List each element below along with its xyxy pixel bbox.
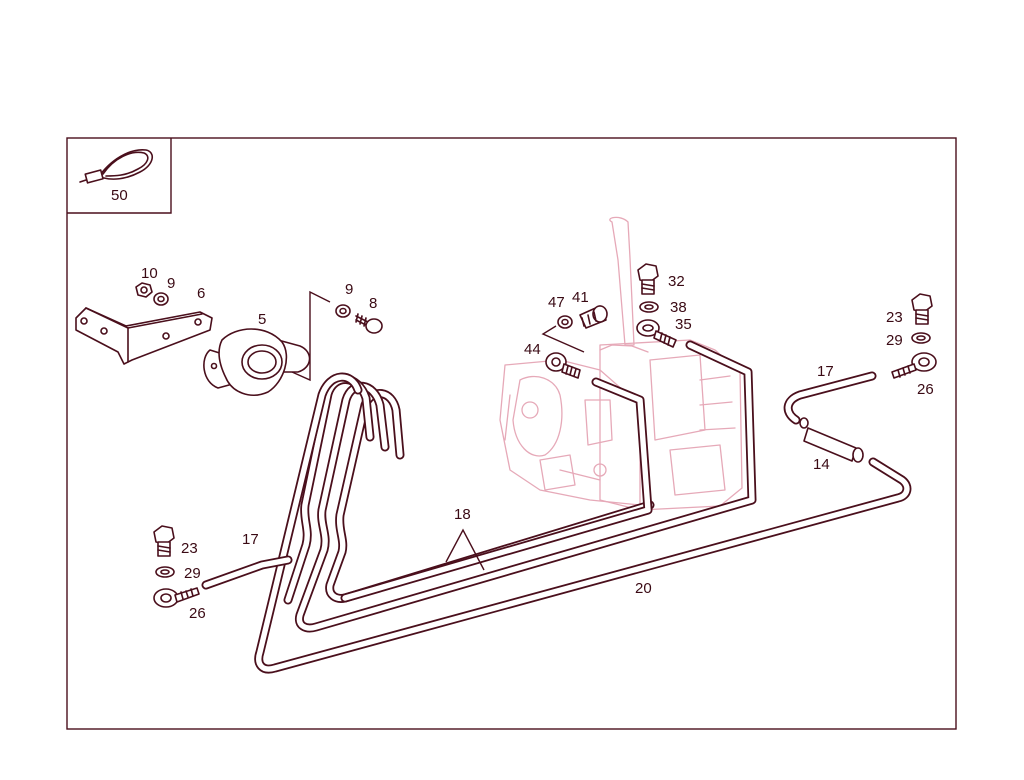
seal-29-right xyxy=(911,332,931,344)
seal-38 xyxy=(639,301,659,313)
hose-14 xyxy=(799,417,864,463)
label-10: 10 xyxy=(141,265,158,282)
cable-tie-icon xyxy=(79,149,153,184)
label-26-left: 26 xyxy=(189,605,206,622)
label-23-left: 23 xyxy=(181,540,198,557)
label-41: 41 xyxy=(572,289,589,306)
label-8: 8 xyxy=(369,295,377,312)
hollow-bolt-41 xyxy=(579,305,608,329)
label-14: 14 xyxy=(813,456,830,473)
label-29-right: 29 xyxy=(886,332,903,349)
transmission-ghost xyxy=(499,216,743,511)
label-20: 20 xyxy=(635,580,652,597)
label-9-left: 9 xyxy=(167,275,175,292)
line-20 xyxy=(254,372,912,674)
label-38: 38 xyxy=(670,299,687,316)
banjo-bolt-32 xyxy=(637,263,659,295)
label-44: 44 xyxy=(524,341,541,358)
label-23-right: 23 xyxy=(886,309,903,326)
label-17-left: 17 xyxy=(242,531,259,548)
clip-leader xyxy=(291,290,331,382)
bracket-6 xyxy=(75,307,213,365)
label-6: 6 xyxy=(197,285,205,302)
leader-18 xyxy=(445,528,485,571)
seal-47 xyxy=(557,315,573,329)
diagram-frame xyxy=(66,137,957,730)
label-26-right: 26 xyxy=(917,381,934,398)
banjo-26-right xyxy=(891,352,937,379)
nut-10 xyxy=(135,282,153,298)
label-9-mid: 9 xyxy=(345,281,353,298)
banjo-26-left xyxy=(153,587,200,608)
screw-8 xyxy=(355,313,383,334)
hose-left-17 xyxy=(201,555,293,590)
label-50: 50 xyxy=(111,187,128,204)
banjo-bolt-23-right xyxy=(911,293,933,325)
pipe-clip-5 xyxy=(203,328,311,396)
label-17-right: 17 xyxy=(817,363,834,380)
washer-9-left xyxy=(153,292,169,306)
label-5: 5 xyxy=(258,311,266,328)
seal-29-left xyxy=(155,566,175,578)
label-32: 32 xyxy=(668,273,685,290)
banjo-35 xyxy=(636,319,677,348)
label-47: 47 xyxy=(548,294,565,311)
fitting-44 xyxy=(545,352,581,379)
line-bundle-18 xyxy=(283,340,757,633)
hose-right-17 xyxy=(783,371,877,425)
fitting-44-leader xyxy=(541,325,585,353)
washer-9-mid xyxy=(335,304,351,318)
inset-frame xyxy=(67,138,172,214)
banjo-bolt-23-left xyxy=(153,525,175,557)
label-18: 18 xyxy=(454,506,471,523)
label-29-left: 29 xyxy=(184,565,201,582)
label-35: 35 xyxy=(675,316,692,333)
